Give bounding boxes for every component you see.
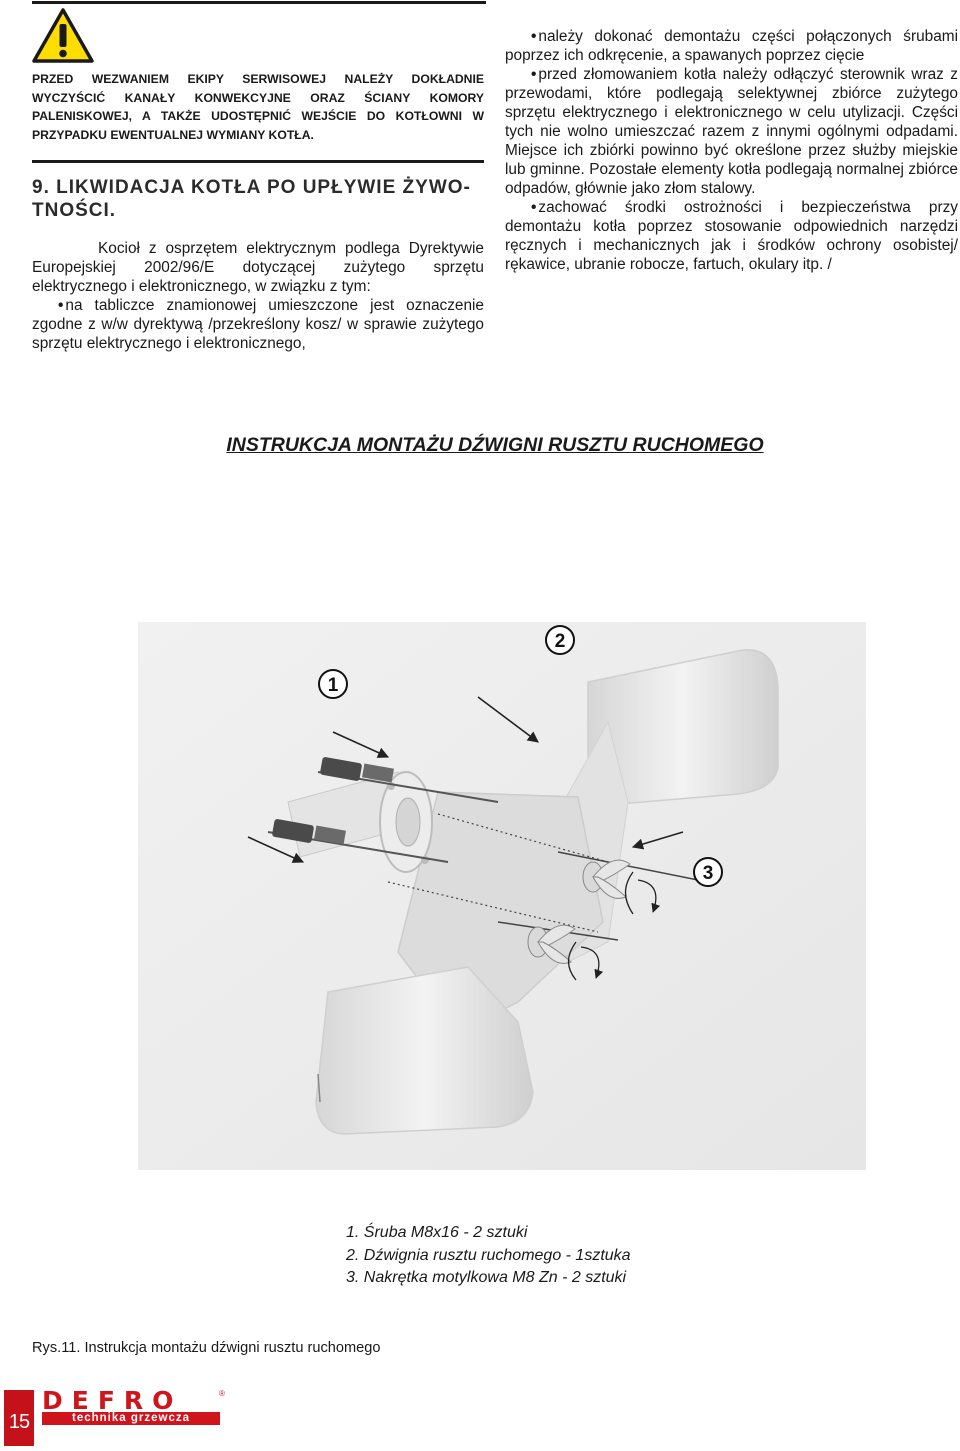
top-rule	[32, 1, 486, 4]
section-rule	[32, 160, 484, 163]
rotation-arrow-icon	[580, 946, 604, 979]
warning-triangle-icon	[32, 8, 94, 63]
legend-item: 3. Nakrętka motylkowa M8 Zn - 2 sztuki	[346, 1269, 627, 1287]
bullet-item: •na tabliczce znamionowej umieszczone je…	[32, 296, 484, 353]
bullet-text: na tabliczce znamionowej umieszczone jes…	[32, 297, 484, 352]
bolt-2-icon	[267, 819, 449, 863]
parts-legend: 1. Śruba M8x16 - 2 sztuki 2. Dźwignia ru…	[346, 1222, 766, 1290]
bullet-text: przed złomowaniem kotła należy odłączyć …	[505, 66, 958, 197]
paddle-edge	[317, 1073, 321, 1103]
warning-text: PRZED WEZWANIEM EKIPY SERWISOWEJ NALEŻY …	[32, 72, 484, 142]
wing-nut-2-icon	[527, 924, 576, 964]
page-number-box	[4, 1390, 34, 1446]
pointer-arrow-icon	[332, 731, 390, 758]
pointer-arrow-icon	[477, 696, 539, 743]
bullet-dot: •	[531, 199, 537, 216]
brand-band	[42, 1412, 220, 1425]
callout-1: 1	[318, 669, 348, 699]
brand-slogan: technika grzewcza	[72, 1412, 190, 1424]
rotation-arrow-icon	[624, 871, 634, 915]
legend-item: 2. Dźwignia rusztu ruchomego - 1sztuka	[346, 1246, 631, 1264]
lower-paddle	[315, 966, 534, 1135]
bullet-text: należy dokonać demontażu części połączon…	[505, 28, 958, 64]
bullet-text: zachować środki ostrożności i bezpieczeń…	[505, 199, 958, 273]
assembly-diagram: 1 2 3	[138, 622, 866, 1170]
brand-logo: DEFRO	[42, 1386, 183, 1415]
pointer-arrow-icon	[247, 836, 305, 863]
callout-2-label: 2	[555, 631, 566, 652]
left-column: Kocioł z osprzętem elektrycznym podlega …	[32, 239, 484, 353]
wing-nut-1-icon	[582, 859, 631, 899]
callout-3-label: 3	[703, 863, 714, 884]
right-column: •należy dokonać demontażu części połączo…	[505, 27, 958, 274]
bullet-dot: •	[531, 66, 537, 83]
bullet-item: •zachować środki ostrożności i bezpiecze…	[505, 198, 958, 274]
assembly-axis	[387, 881, 599, 933]
upper-paddle	[587, 649, 779, 805]
bolt-1-icon	[317, 757, 499, 803]
instruction-title: INSTRUKCJA MONTAŻU DŹWIGNI RUSZTU RUCHOM…	[226, 434, 764, 456]
bullet-dot: •	[531, 28, 537, 45]
flange-hole	[395, 797, 421, 847]
page-number: 15	[8, 1411, 30, 1433]
callout-3: 3	[693, 857, 723, 887]
callout-1-label: 1	[328, 675, 339, 696]
section-title: 9. LIKWIDACJA KOTŁA PO UPŁYWIE ŻYWO-TNOŚ…	[32, 177, 471, 221]
registered-mark: ®	[219, 1389, 225, 1398]
bullet-item: •należy dokonać demontażu części połączo…	[505, 27, 958, 65]
legend-item: 1. Śruba M8x16 - 2 sztuki	[346, 1224, 528, 1241]
rotation-arrow-icon	[637, 879, 661, 913]
figure-caption: Rys.11. Instrukcja montażu dźwigni ruszt…	[32, 1340, 381, 1356]
bullet-item: •przed złomowaniem kotła należy odłączyć…	[505, 65, 958, 198]
rotation-arrow-icon	[567, 941, 577, 981]
pointer-arrow-icon	[631, 831, 684, 850]
bullet-dot: •	[58, 297, 64, 314]
section-intro: Kocioł z osprzętem elektrycznym podlega …	[32, 240, 484, 295]
callout-2: 2	[545, 625, 575, 655]
